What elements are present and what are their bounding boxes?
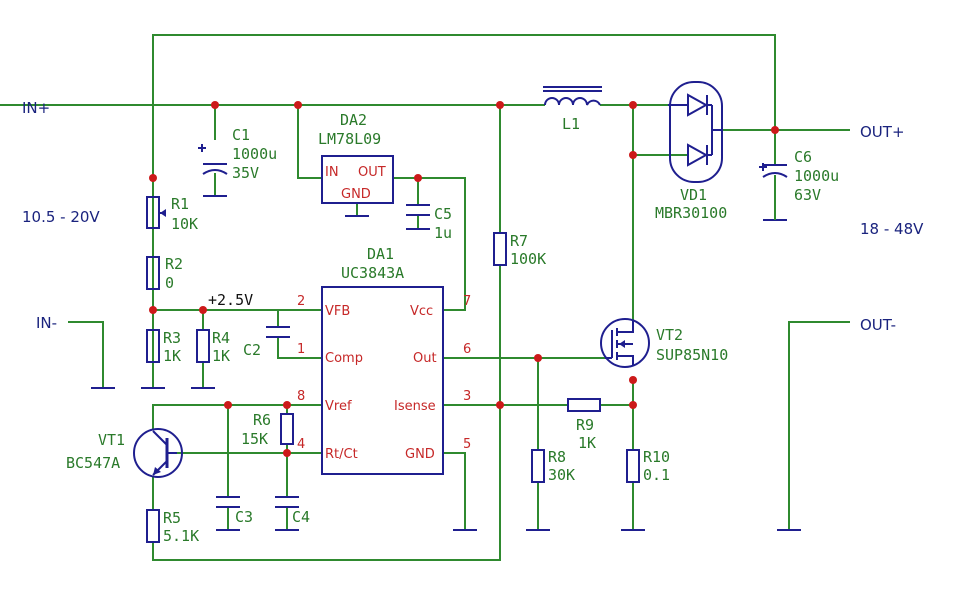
da2-pin-in: IN	[325, 165, 339, 180]
c1-ref: C1	[232, 126, 250, 144]
r7-ref: R7	[510, 232, 528, 250]
r2-ref: R2	[165, 255, 183, 273]
da1-pin-number: 8	[297, 389, 305, 404]
resistor-r10	[626, 449, 640, 483]
capacitor-c2	[266, 326, 290, 338]
c1-capacitance: 1000u	[232, 145, 277, 163]
r4-value: 1K	[212, 347, 230, 365]
resistor-r8	[531, 449, 545, 483]
c5-ref: C5	[434, 205, 452, 223]
capacitor-c6	[759, 163, 788, 178]
c6-ref: C6	[794, 148, 812, 166]
ic-da1-body	[321, 286, 444, 475]
r5-value: 5.1K	[163, 527, 199, 545]
in-minus-label: IN-	[36, 314, 57, 332]
out-minus-label: OUT-	[860, 316, 896, 334]
da1-pin-name: GND	[405, 447, 435, 462]
vd1-part: MBR30100	[655, 204, 727, 222]
da1-pin-name: Vcc	[410, 304, 433, 319]
inductor-l1	[543, 86, 602, 106]
r3-ref: R3	[163, 329, 181, 347]
da1-pin-number: 2	[297, 294, 305, 309]
resistor-r7	[493, 232, 507, 266]
r4-ref: R4	[212, 329, 230, 347]
diode-vd1	[668, 81, 723, 183]
capacitor-c1	[198, 144, 228, 175]
junction-dots	[149, 101, 779, 457]
da1-pin-number: 7	[463, 294, 471, 309]
r1-ref: R1	[171, 195, 189, 213]
da1-pin-name: Rt/Ct	[325, 447, 358, 462]
da1-pin-number: 5	[463, 437, 471, 452]
r7-value: 100K	[510, 250, 546, 268]
mosfet-vt2	[600, 318, 650, 368]
r9-ref: R9	[576, 416, 594, 434]
da1-ref: DA1	[367, 245, 394, 263]
r8-ref: R8	[548, 448, 566, 466]
in-plus-label: IN+	[22, 99, 50, 117]
da1-pin-name: VFB	[325, 304, 350, 319]
r2-value: 0	[165, 274, 174, 292]
da2-pin-gnd: GND	[341, 187, 371, 202]
da2-part: LM78L09	[318, 130, 381, 148]
potentiometer-r1	[146, 196, 166, 229]
c5-value: 1u	[434, 224, 452, 242]
c1-voltage: 35V	[232, 164, 259, 182]
da1-pin-name: Out	[413, 351, 437, 366]
r10-ref: R10	[643, 448, 670, 466]
c3-ref: C3	[235, 508, 253, 526]
resistor-r3	[146, 329, 160, 363]
vt1-part: BC547A	[66, 454, 120, 472]
capacitor-c3	[216, 496, 240, 508]
resistor-r4	[196, 329, 210, 363]
r8-value: 30K	[548, 466, 575, 484]
capacitor-c5	[406, 204, 430, 216]
regulator-da2-body	[321, 155, 394, 204]
in-range-label: 10.5 - 20V	[22, 208, 100, 226]
da1-pin-number: 4	[297, 437, 305, 452]
resistor-r5	[146, 509, 160, 543]
l1-ref: L1	[562, 115, 580, 133]
resistor-r2	[146, 256, 160, 290]
capacitor-c4	[275, 496, 299, 508]
da1-pin-name: Comp	[325, 351, 363, 366]
c6-capacitance: 1000u	[794, 167, 839, 185]
vt2-ref: VT2	[656, 326, 683, 344]
da1-part: UC3843A	[341, 264, 404, 282]
vt1-ref: VT1	[98, 431, 125, 449]
da1-pin-number: 1	[297, 342, 305, 357]
da2-ref: DA2	[340, 111, 367, 129]
r5-ref: R5	[163, 509, 181, 527]
resistor-r6	[280, 413, 294, 445]
r6-value: 15K	[241, 430, 268, 448]
vt2-part: SUP85N10	[656, 346, 728, 364]
da1-pin-number: 3	[463, 389, 471, 404]
da1-pin-name: Isense	[394, 399, 436, 414]
c4-ref: C4	[292, 508, 310, 526]
resistor-r9	[567, 398, 601, 412]
r6-ref: R6	[253, 411, 271, 429]
r10-value: 0.1	[643, 466, 670, 484]
out-range-label: 18 - 48V	[860, 220, 924, 238]
da1-pin-number: 6	[463, 342, 471, 357]
r3-value: 1K	[163, 347, 181, 365]
da1-pin-name: Vref	[325, 399, 352, 414]
vfb-level-label: +2.5V	[208, 291, 253, 309]
da2-pin-out: OUT	[358, 165, 386, 180]
r9-value: 1K	[578, 434, 596, 452]
vd1-ref: VD1	[680, 186, 707, 204]
c2-ref: C2	[243, 341, 261, 359]
c6-voltage: 63V	[794, 186, 821, 204]
out-plus-label: OUT+	[860, 123, 905, 141]
r1-value: 10K	[171, 215, 198, 233]
transistor-vt1	[133, 428, 183, 478]
